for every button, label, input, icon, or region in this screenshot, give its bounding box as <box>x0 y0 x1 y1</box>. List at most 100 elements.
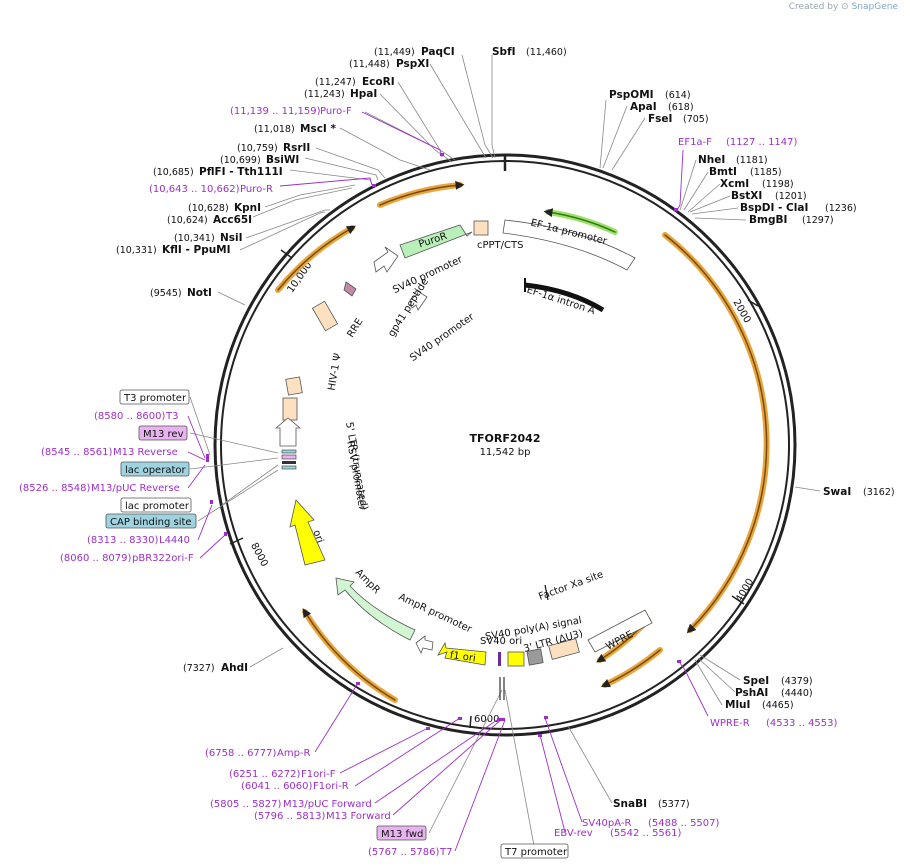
primer-name-puro-f: Puro-F <box>320 106 352 117</box>
primer-range-pbr322ori-f: (8060 .. 8079) <box>60 553 132 564</box>
site-name-nsii: NsiI <box>220 232 243 244</box>
site-name-bstxi: BstXI <box>731 190 762 202</box>
primer-name-l4440: L4440 <box>159 535 190 546</box>
site-pos-bstxi: (1201) <box>775 191 807 202</box>
site-name-msci: MscI * <box>300 123 336 135</box>
box-lac-operator: lac operator <box>125 465 186 476</box>
primer-name-f1ori-r: F1ori-R <box>313 781 349 792</box>
site-name-fsei: FseI <box>648 113 672 125</box>
feature-label-factor-xa: Factor Xa site <box>537 569 605 603</box>
primer-labels: (11,139 .. 11,159) Puro-F (10,643 .. 10,… <box>19 106 838 858</box>
primer-name-f1ori-f: F1ori-F <box>301 769 336 780</box>
site-name-bmti: BmtI <box>709 166 737 178</box>
site-pos-ecori: (11,247) <box>315 77 356 88</box>
primer-range-puro-f: (11,139 .. 11,159) <box>230 106 321 117</box>
primer-range-f1ori-f: (6251 .. 6272) <box>229 769 301 780</box>
primer-range-ebv-rev: (5542 .. 5561) <box>610 828 682 839</box>
leader-lines <box>189 54 821 852</box>
feature-label-ampr: AmpR <box>353 567 382 596</box>
snapgene-logo-icon: ⊙ <box>841 2 849 12</box>
plasmid-size: 11,542 bp <box>480 447 531 458</box>
site-pos-hpai: (11,243) <box>304 89 345 100</box>
primer-name-wpre-r: WPRE-R <box>710 718 750 729</box>
box-cap-site: CAP binding site <box>110 517 192 528</box>
gp41-box <box>343 281 357 297</box>
site-pos-kfli: (10,331) <box>116 245 157 256</box>
primer-range-wpre-r: (4533 .. 4553) <box>766 718 838 729</box>
site-pos-nhei: (1181) <box>736 155 768 166</box>
ltr3-small-box <box>526 648 544 666</box>
f1-ori-arrow <box>437 641 487 666</box>
site-name-kpni: KpnI <box>234 202 261 214</box>
feature-label-f1-ori: f1 ori <box>449 650 476 665</box>
site-pos-rsrii: (10,759) <box>237 143 278 154</box>
site-pos-pflfi: (10,685) <box>153 167 194 178</box>
rsv-promoter-arrow <box>274 417 302 447</box>
primer-marks <box>206 153 681 737</box>
plasmid-name: TFORF2042 <box>470 432 541 445</box>
site-pos-bmgbi: (1297) <box>802 215 834 226</box>
primer-range-m13-forward: (5796 .. 5813) <box>254 811 326 822</box>
site-pos-sbfi: (11,460) <box>526 47 567 58</box>
site-name-mlui: MluI <box>725 699 750 711</box>
sv40-polya-box <box>507 651 525 667</box>
site-pos-noti: (9545) <box>150 288 182 299</box>
primer-name-m13-puc-reverse: M13/pUC Reverse <box>91 483 180 494</box>
hiv-psi-box <box>285 376 303 396</box>
site-pos-bmti: (1185) <box>750 167 782 178</box>
site-pos-paqci: (11,449) <box>374 47 415 58</box>
feature-label-sv40-ori: SV40 ori <box>480 636 522 647</box>
site-name-kfli: KflI - PpuMI <box>162 244 231 256</box>
primer-name-pbr322ori-f: pBR322ori-F <box>132 553 194 564</box>
box-t3-promoter: T3 promoter <box>123 393 187 404</box>
site-pos-msci: (11,018) <box>254 124 295 135</box>
snapgene-credit: Created by ⊙ SnapGene <box>788 2 898 12</box>
rre-box <box>311 300 339 332</box>
site-pos-swai: (3162) <box>863 487 895 498</box>
primer-name-amp-r: Amp-R <box>277 748 311 759</box>
site-name-pspomi: PspOMI <box>609 89 654 101</box>
site-name-rsrii: RsrII <box>283 142 310 154</box>
site-name-bspdi: BspDI - ClaI <box>740 202 808 214</box>
primer-name-m13-puc-forward: M13/pUC Forward <box>283 799 372 810</box>
site-pos-bspdi: (1236) <box>825 203 857 214</box>
box-m13-fwd: M13 fwd <box>381 829 423 840</box>
site-name-paqci: PaqCI <box>421 46 455 58</box>
ruler-label-4000: 4000 <box>734 577 756 605</box>
primer-range-l4440: (8313 .. 8330) <box>87 535 159 546</box>
primer-name-m13-reverse: M13 Reverse <box>113 447 178 458</box>
site-name-apai: ApaI <box>630 101 657 113</box>
ruler-label-8000: 8000 <box>248 541 270 569</box>
site-pos-xcmi: (1198) <box>762 179 794 190</box>
site-pos-bsiwi: (10,699) <box>220 155 261 166</box>
ef1a-intron-bar <box>524 282 605 313</box>
feature-label-sv40-promoter-1: SV40 promoter <box>391 254 465 296</box>
box-lac-promoter: lac promoter <box>125 501 190 512</box>
site-name-nhei: NheI <box>698 154 725 166</box>
site-name-pshai: PshAI <box>735 687 768 699</box>
wpre-arrow <box>587 609 653 653</box>
primer-range-puro-r: (10,643 .. 10,662) <box>149 184 240 195</box>
primer-range-t7: (5767 .. 5786) <box>368 847 440 858</box>
ruler-ticks <box>229 249 759 729</box>
feature-label-rre: RRE <box>345 317 365 340</box>
site-name-swai: SwaI <box>823 486 851 498</box>
site-name-noti: NotI <box>187 287 212 299</box>
primer-range-t3: (8580 .. 8600) <box>94 411 166 422</box>
primer-range-m13-reverse: (8545 .. 8561) <box>41 447 113 458</box>
site-pos-pspxi: (11,448) <box>349 59 390 70</box>
site-name-pflfi: PflFI - Tth111I <box>199 166 283 178</box>
primer-name-t3: T3 <box>165 411 178 422</box>
site-name-ecori: EcoRI <box>362 76 395 88</box>
cppt-box <box>473 220 489 236</box>
sv40-promoter-arrow-1 <box>373 246 399 273</box>
site-name-pspxi: PspXI <box>396 58 429 70</box>
primer-range-f1ori-r: (6041 .. 6060) <box>241 781 313 792</box>
feature-label-hiv-psi: HIV-1 Ψ <box>326 352 343 391</box>
site-pos-snabi: (5377) <box>658 799 690 810</box>
site-pos-spei: (4379) <box>781 676 813 687</box>
boxed-labels: T3 promoter M13 rev lac operator lac pro… <box>105 389 569 859</box>
puror-arrow <box>399 224 473 259</box>
site-pos-fsei: (705) <box>683 114 709 125</box>
site-pos-pshai: (4440) <box>781 688 813 699</box>
